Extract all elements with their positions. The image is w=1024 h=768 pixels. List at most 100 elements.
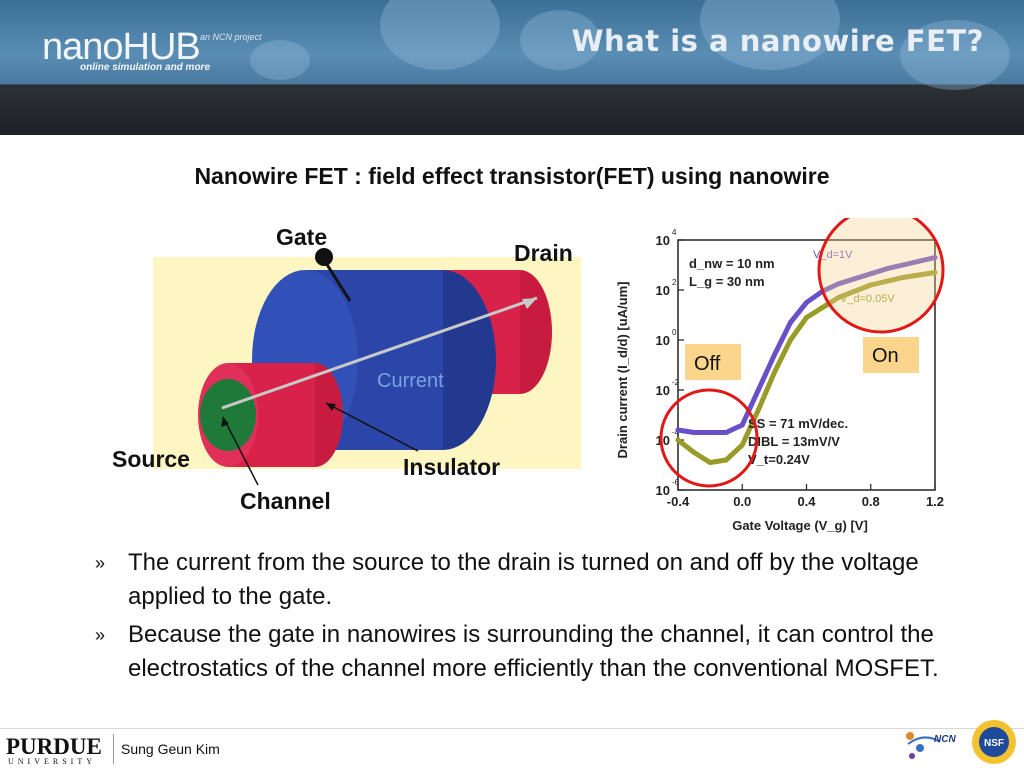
param-lg: L_g = 30 nm xyxy=(689,274,765,289)
bullet-item: »The current from the source to the drai… xyxy=(95,546,985,614)
series-point xyxy=(707,430,713,435)
series-point xyxy=(868,282,874,288)
footer-separator xyxy=(113,734,114,764)
drain-label: Drain xyxy=(514,240,573,266)
current-arrow-head xyxy=(522,298,537,309)
x-tick-label: 0.8 xyxy=(862,494,880,509)
ncn-logo: NCN xyxy=(906,732,956,759)
nanowire-fet-diagram: Current Gate Drain Source Insulator Chan… xyxy=(112,224,581,514)
series-point xyxy=(739,422,745,428)
on-label-box xyxy=(863,337,919,373)
y-tick-label: 10 xyxy=(656,483,670,498)
bullet-marker: » xyxy=(95,625,106,645)
series-point xyxy=(820,305,826,310)
y-tick-label: 10 xyxy=(656,383,670,398)
gate-label: Gate xyxy=(276,224,327,250)
nsf-logo-disc xyxy=(979,727,1009,757)
x-tick-label: 0.0 xyxy=(733,494,751,509)
series-point xyxy=(836,281,842,287)
off-label-box xyxy=(685,344,741,380)
y-tick-exponent: -4 xyxy=(672,428,680,437)
bullet-list: »The current from the source to the drai… xyxy=(95,546,985,690)
ncn-logo-node xyxy=(906,732,914,740)
series-point xyxy=(932,255,938,260)
ncn-logo-node xyxy=(916,744,924,752)
on-label: On xyxy=(872,345,899,367)
purdue-logo-sub: UNIVERSITY xyxy=(8,757,96,766)
y-axis-label: Drain current (I_d/d) [uA/um] xyxy=(615,282,630,459)
ncn-logo-text: NCN xyxy=(934,734,956,745)
series-point xyxy=(916,272,922,278)
gate-contact-dot xyxy=(315,248,333,266)
series-point xyxy=(739,442,745,448)
series-point xyxy=(884,278,890,284)
insulator-pointer xyxy=(325,402,419,452)
insulator-label: Insulator xyxy=(403,454,500,480)
off-label: Off xyxy=(694,353,721,375)
header-banner: nanoHUB online simulation and more an NC… xyxy=(0,0,1024,135)
series-point xyxy=(691,450,697,455)
channel-face xyxy=(200,379,256,451)
purdue-logo: PURDUE xyxy=(6,734,102,759)
series-point xyxy=(836,295,842,300)
bullet-marker: » xyxy=(95,553,106,573)
series-point xyxy=(916,258,922,264)
current-label: Current xyxy=(377,370,444,392)
logo-tagline: online simulation and more xyxy=(80,62,211,73)
series-point xyxy=(900,262,906,268)
series-point xyxy=(691,430,697,435)
y-tick-exponent: -2 xyxy=(672,378,680,387)
x-tick-label: 0.4 xyxy=(797,494,816,509)
y-tick-label: 10 xyxy=(656,433,670,448)
series-point xyxy=(675,427,681,433)
off-region-circle xyxy=(659,388,759,488)
nsf-logo-text: NSF xyxy=(984,738,1004,749)
series-point xyxy=(787,320,793,325)
series-point xyxy=(787,337,793,343)
series-point xyxy=(675,437,681,443)
ncn-logo-swoosh xyxy=(907,736,941,745)
param-dnw: d_nw = 10 nm xyxy=(689,256,775,271)
current-arrow xyxy=(221,296,538,410)
x-tick-label: -0.4 xyxy=(667,494,690,509)
stat-vt: V_t=0.24V xyxy=(748,452,810,467)
insulator-pointer-head xyxy=(326,403,336,411)
ncn-logo-node xyxy=(909,753,915,759)
slide-title: What is a nanowire FET? xyxy=(571,24,984,58)
series-point xyxy=(900,275,906,280)
channel-label: Channel xyxy=(240,488,331,514)
series-point xyxy=(771,370,777,375)
nanohub-logo: nanoHUB xyxy=(42,26,201,68)
series-point xyxy=(755,407,761,413)
ncn-project-tag: an NCN project xyxy=(200,32,262,42)
series-point xyxy=(804,300,809,305)
series-point xyxy=(723,457,729,463)
series-point xyxy=(852,288,858,294)
channel-pointer xyxy=(222,416,259,486)
y-tick-label: 10 xyxy=(656,333,670,348)
bullet-item: »Because the gate in nanowires is surrou… xyxy=(95,618,985,686)
x-axis-label: Gate Voltage (V_g) [V] xyxy=(732,518,868,533)
gate-pointer xyxy=(324,262,352,302)
chart-labels: d_nw = 10 nm L_g = 30 nm SS = 71 mV/dec.… xyxy=(689,249,895,467)
series-point xyxy=(707,460,713,465)
channel-pointer-head xyxy=(221,417,229,427)
author-name: Sung Geun Kim xyxy=(121,741,220,757)
y-tick-exponent: -6 xyxy=(672,478,680,487)
series-label-vd005: V_d=0.05V xyxy=(840,293,895,305)
series-point xyxy=(868,271,874,277)
on-region-circle xyxy=(817,218,945,334)
nsf-logo: NSF xyxy=(972,720,1016,764)
y-tick-exponent: 2 xyxy=(672,278,677,287)
series-point xyxy=(771,352,777,358)
y-tick-exponent: 4 xyxy=(672,228,677,237)
series-point xyxy=(932,270,938,275)
y-tick-label: 10 xyxy=(656,283,670,298)
stat-ss: SS = 71 mV/dec. xyxy=(748,416,848,431)
y-tick-exponent: 0 xyxy=(672,328,677,337)
series-point xyxy=(723,430,729,435)
x-tick-label: 1.2 xyxy=(926,494,944,509)
series-point xyxy=(755,387,761,393)
